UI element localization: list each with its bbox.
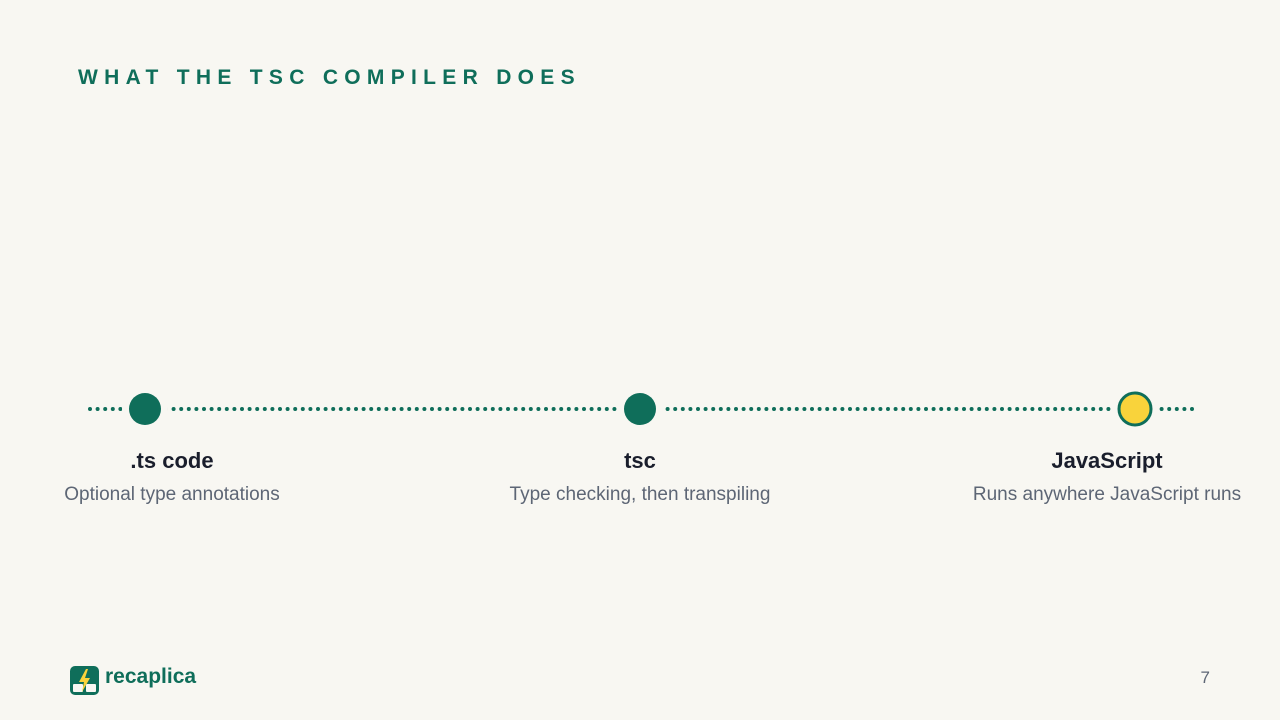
step-2-description: Type checking, then transpiling (509, 484, 771, 505)
step-3-description: Runs anywhere JavaScript runs (972, 484, 1242, 505)
step-1-title: .ts code (130, 448, 214, 473)
step-1-description: Optional type annotations (64, 484, 280, 505)
step-3-marker (1117, 391, 1153, 427)
step-2-title: tsc (624, 448, 656, 473)
brand-logo: recaplica (70, 664, 197, 695)
step-1-marker (129, 393, 161, 425)
step-3-title: JavaScript (1051, 448, 1163, 473)
recaplica-logo-icon (70, 666, 99, 695)
slide-title: WHAT THE TSC COMPILER DOES (78, 66, 581, 89)
step-2-marker (624, 393, 656, 425)
page-number: 7 (1200, 668, 1210, 687)
brand-name: recaplica (105, 664, 197, 688)
